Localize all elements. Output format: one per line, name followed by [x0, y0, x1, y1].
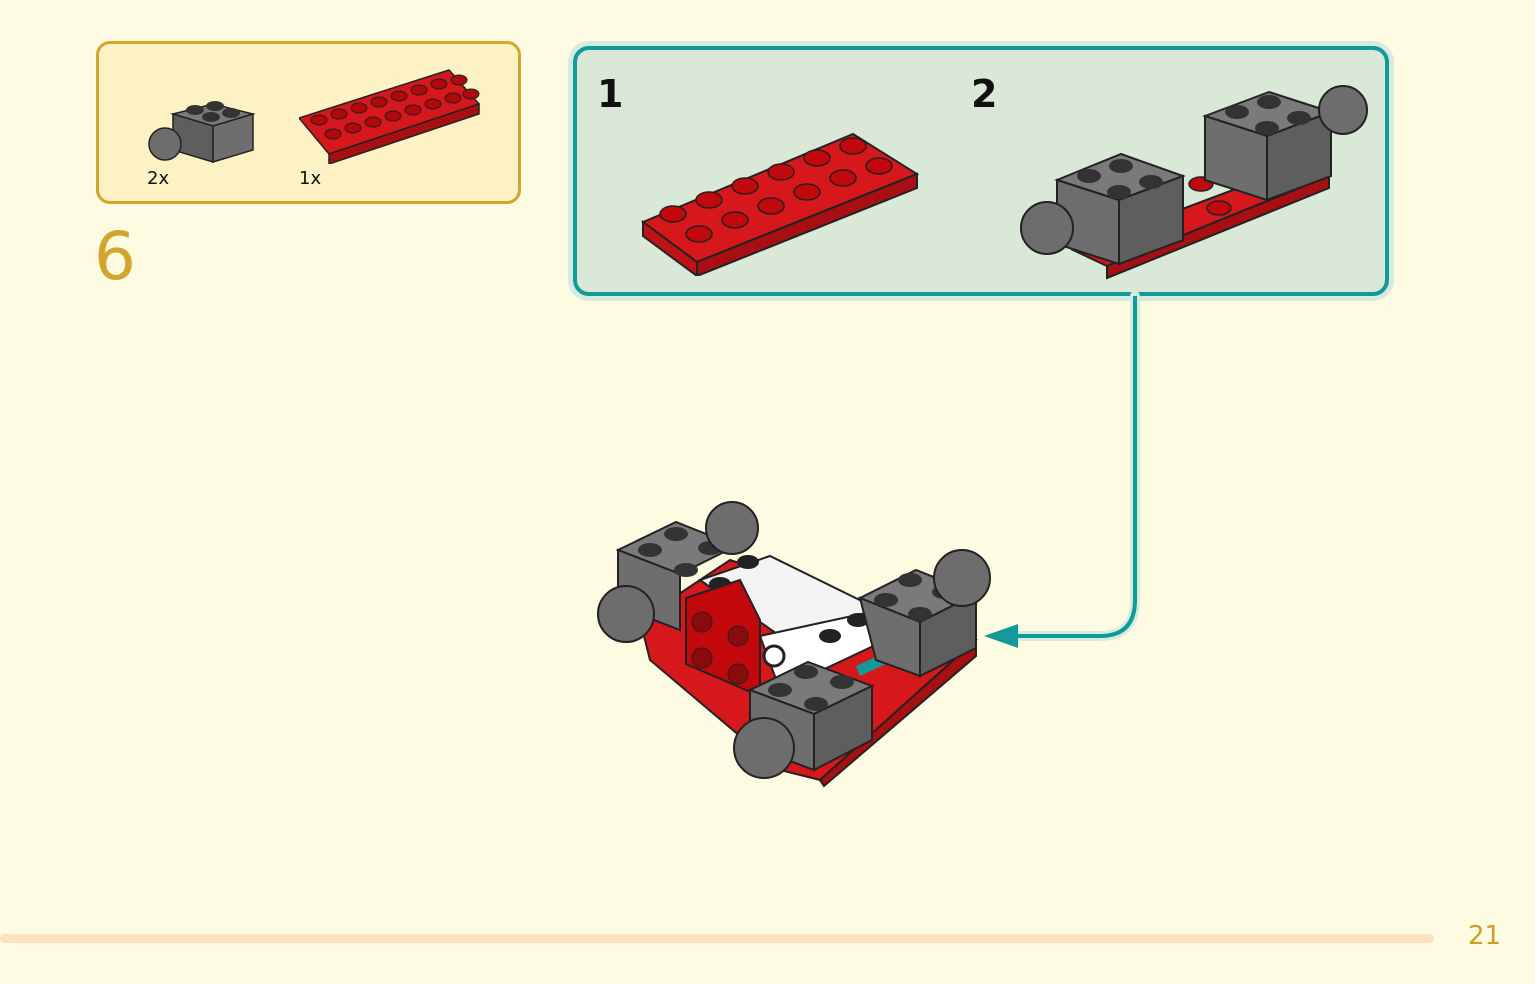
red-plate-part-image [299, 69, 481, 164]
substep-number: 2 [971, 72, 998, 116]
step-number: 6 [94, 218, 136, 295]
substep-2-assembly-image [1020, 85, 1368, 280]
page-number: 21 [1468, 921, 1502, 951]
parts-list-box: 2x 1x [96, 41, 521, 204]
part-quantity: 1x [299, 168, 322, 189]
page-progress-bar [0, 934, 1434, 943]
substep-number: 1 [597, 72, 624, 116]
part-quantity: 2x [147, 168, 170, 189]
gray-ball-brick-part-image [148, 101, 256, 164]
substep-1-red-plate-image [640, 132, 920, 276]
substep-box: 1 2 [573, 46, 1389, 296]
